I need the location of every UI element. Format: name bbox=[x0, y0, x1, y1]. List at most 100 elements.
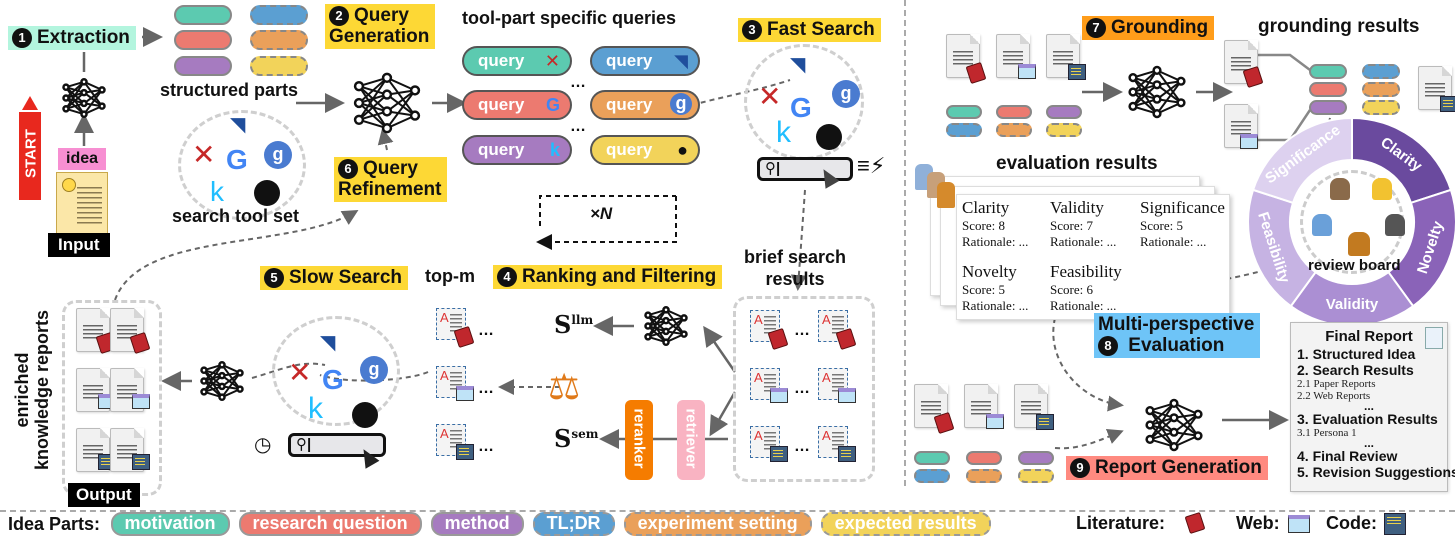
ellipsis: … bbox=[570, 118, 587, 135]
stage-extraction-label: Extraction bbox=[37, 27, 130, 48]
part-experiment-setting bbox=[1362, 82, 1400, 97]
loop-count-label: ×N bbox=[590, 204, 613, 223]
literature-icon bbox=[965, 61, 987, 85]
eval-score: Score: 8 bbox=[962, 218, 1005, 233]
output-label: Output bbox=[68, 483, 140, 507]
final-report-item: 3.1 Persona 1 bbox=[1297, 427, 1357, 439]
eval-rationale: Rationale: ... bbox=[962, 298, 1029, 313]
ellipsis: … bbox=[478, 322, 495, 339]
fast-search-bar[interactable]: ⚲| bbox=[757, 157, 853, 181]
knowledge-doc bbox=[996, 34, 1030, 78]
stage-number-badge: 5 bbox=[264, 268, 284, 288]
slow-search-bar[interactable]: ⚲| bbox=[288, 433, 386, 457]
stage-fast-search-label: Fast Search bbox=[767, 19, 875, 40]
query-label: query bbox=[478, 140, 525, 159]
ellipsis: … bbox=[478, 438, 495, 455]
google-icon: G bbox=[790, 92, 812, 123]
part-motivation bbox=[174, 5, 232, 25]
query-pill[interactable]: query● bbox=[590, 135, 700, 165]
part-tldr bbox=[250, 5, 308, 25]
part-method bbox=[1018, 451, 1054, 465]
stage-label-line1: Query bbox=[363, 158, 418, 179]
llm-scorer-model-icon bbox=[644, 306, 688, 346]
extraction-model-icon bbox=[62, 78, 106, 118]
reranker-label: reranker bbox=[630, 408, 648, 469]
path-grounding-to-wheel bbox=[1324, 117, 1331, 141]
part-expected-results bbox=[250, 56, 308, 76]
final-report-item: 2.2 Web Reports bbox=[1297, 390, 1371, 402]
code-icon bbox=[456, 444, 474, 460]
retriever-block bbox=[677, 400, 705, 480]
semantic-scholar-icon: ◥ bbox=[674, 51, 688, 71]
query-label: query bbox=[606, 140, 653, 159]
part-research-question bbox=[174, 30, 232, 50]
result-doc bbox=[818, 368, 848, 400]
stage-label-line2: Evaluation bbox=[1128, 335, 1225, 356]
web-icon bbox=[1288, 515, 1310, 533]
slow-search-tools bbox=[272, 316, 400, 426]
legend-part-pill: TL;DR bbox=[532, 512, 615, 536]
legend-literature-label: Literature: bbox=[1076, 513, 1166, 533]
wheel-segment-validity bbox=[1289, 270, 1415, 327]
code-icon bbox=[1440, 96, 1455, 112]
query-label: query bbox=[606, 51, 653, 70]
knowledge-doc bbox=[1046, 34, 1080, 78]
reviewer-avatar-icon bbox=[1312, 214, 1332, 236]
code-icon bbox=[1068, 64, 1086, 80]
final-report-item: 2.1 Paper Reports bbox=[1297, 378, 1376, 390]
google-icon: G bbox=[545, 95, 560, 115]
search-tool-set bbox=[178, 110, 306, 220]
part-method bbox=[1046, 105, 1082, 119]
start-text: START bbox=[22, 129, 40, 178]
stage-number-badge: 3 bbox=[742, 20, 762, 40]
stage-label-line1: Multi-perspective bbox=[1098, 314, 1255, 335]
final-report-item: 5. Revision Suggestions bbox=[1297, 464, 1455, 480]
semantic-score-label: Ssem bbox=[554, 424, 598, 453]
reviewer-avatar-icon bbox=[1385, 214, 1405, 236]
stage-number-badge: 1 bbox=[12, 28, 32, 48]
final-report-item: 2. Search Results bbox=[1297, 362, 1414, 378]
idea-label: idea bbox=[58, 148, 107, 170]
github-icon bbox=[352, 402, 378, 428]
google-icon: G bbox=[322, 364, 344, 395]
web-icon bbox=[1018, 64, 1036, 79]
part-motivation bbox=[946, 105, 982, 119]
llm-score-label: Sllm bbox=[554, 310, 593, 339]
final-report-item: 4. Final Review bbox=[1297, 448, 1398, 464]
query-pill[interactable]: query ◥ bbox=[590, 46, 700, 76]
part-research-question bbox=[1309, 82, 1347, 97]
final-report-item: 1. Structured Idea bbox=[1297, 346, 1416, 362]
arxiv-icon: ✕ bbox=[192, 139, 216, 170]
stage-number-badge: 4 bbox=[497, 267, 517, 287]
query-pill[interactable]: query✕ bbox=[462, 46, 572, 76]
ellipsis: … bbox=[794, 322, 811, 339]
score-symbol: S bbox=[554, 310, 572, 339]
legend-idea-parts-label: Idea Parts: bbox=[8, 513, 101, 534]
final-report-item: ... bbox=[1363, 399, 1374, 413]
google-scholar-icon: g bbox=[360, 356, 388, 384]
legend-code-label: Code: bbox=[1326, 513, 1377, 533]
web-icon bbox=[770, 388, 788, 403]
ellipsis: … bbox=[794, 438, 811, 455]
github-icon bbox=[816, 124, 842, 150]
